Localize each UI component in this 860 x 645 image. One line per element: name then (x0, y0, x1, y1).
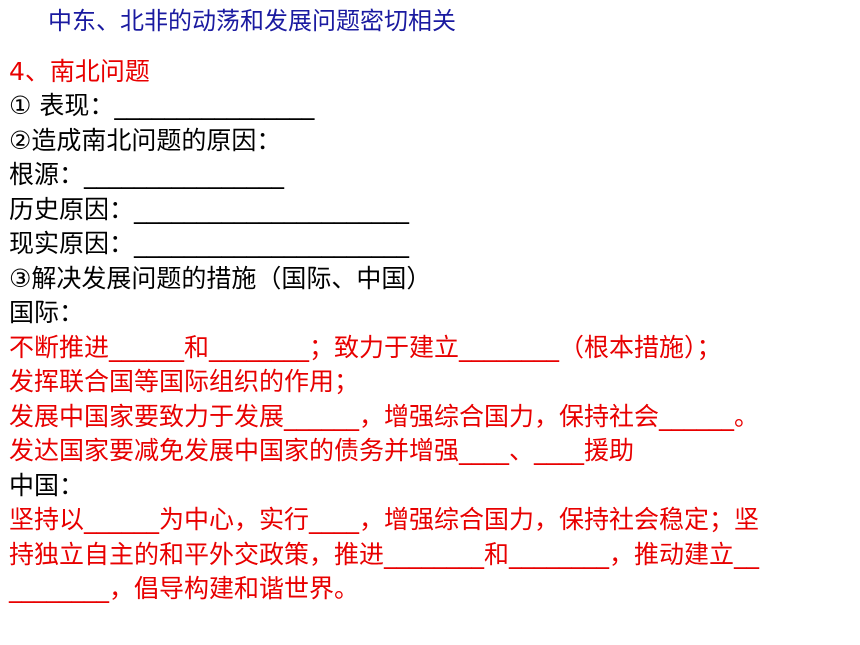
page-title: 中东、北非的动荡和发展问题密切相关 (48, 7, 456, 35)
text-line: 历史原因：______________________ (9, 195, 410, 224)
text-line: 发达国家要减免发展中国家的债务并增强____、____援助 (9, 436, 635, 465)
text-line: 中国： (9, 471, 85, 500)
text-line: ________，倡导构建和谐世界。 (9, 574, 360, 603)
text-line: 根源：________________ (9, 160, 285, 189)
text-line: 持独立自主的和平外交政策，推进________和________，推动建立__ (9, 540, 760, 569)
text-line: 现实原因：______________________ (9, 229, 410, 258)
text-line: 发挥联合国等国际组织的作用； (9, 367, 360, 396)
text-line: ③解决发展问题的措施（国际、中国） (9, 264, 432, 293)
section-heading: 4、南北问题 (9, 57, 150, 86)
text-line: ②造成南北问题的原因： (9, 126, 282, 155)
text-line: 不断推进______和________；致力于建立________（根本措施）； (9, 333, 722, 362)
text-line: ① 表现：________________ (9, 91, 315, 120)
text-line: 发展中国家要致力于发展______，增强综合国力，保持社会______。 (9, 402, 760, 431)
text-line: 坚持以______为中心，实行____，增强综合国力，保持社会稳定；坚 (9, 505, 760, 534)
text-line: 国际： (9, 298, 85, 327)
